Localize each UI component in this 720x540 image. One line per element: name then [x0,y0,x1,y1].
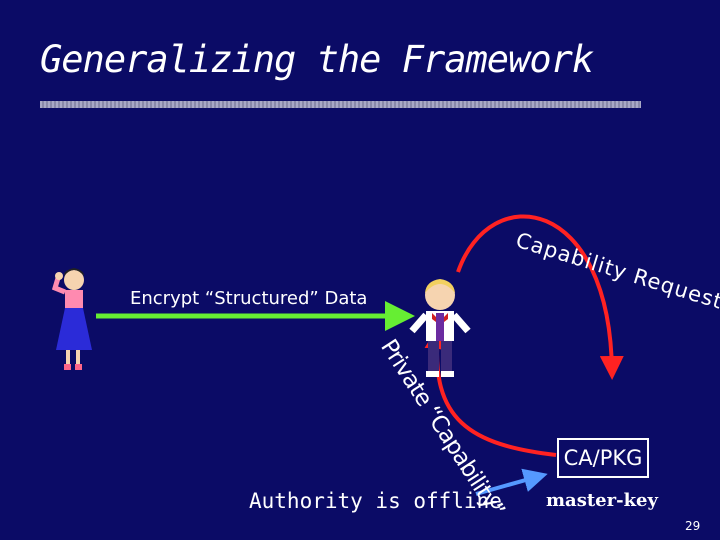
ca-pkg-box: CA/PKG [557,438,649,478]
slide-title: Generalizing the Framework [40,38,594,81]
capability-request-arrow [456,214,624,380]
slide-number: 29 [685,519,701,533]
offline-arrow [475,468,548,496]
master-key-label: master-key [546,490,658,511]
sender-woman-figure [51,268,92,370]
receiver-man-figure [409,279,471,377]
title-underline [40,101,641,108]
authority-offline-label: Authority is offline [249,489,502,513]
encrypt-label: Encrypt “Structured” Data [130,288,368,309]
